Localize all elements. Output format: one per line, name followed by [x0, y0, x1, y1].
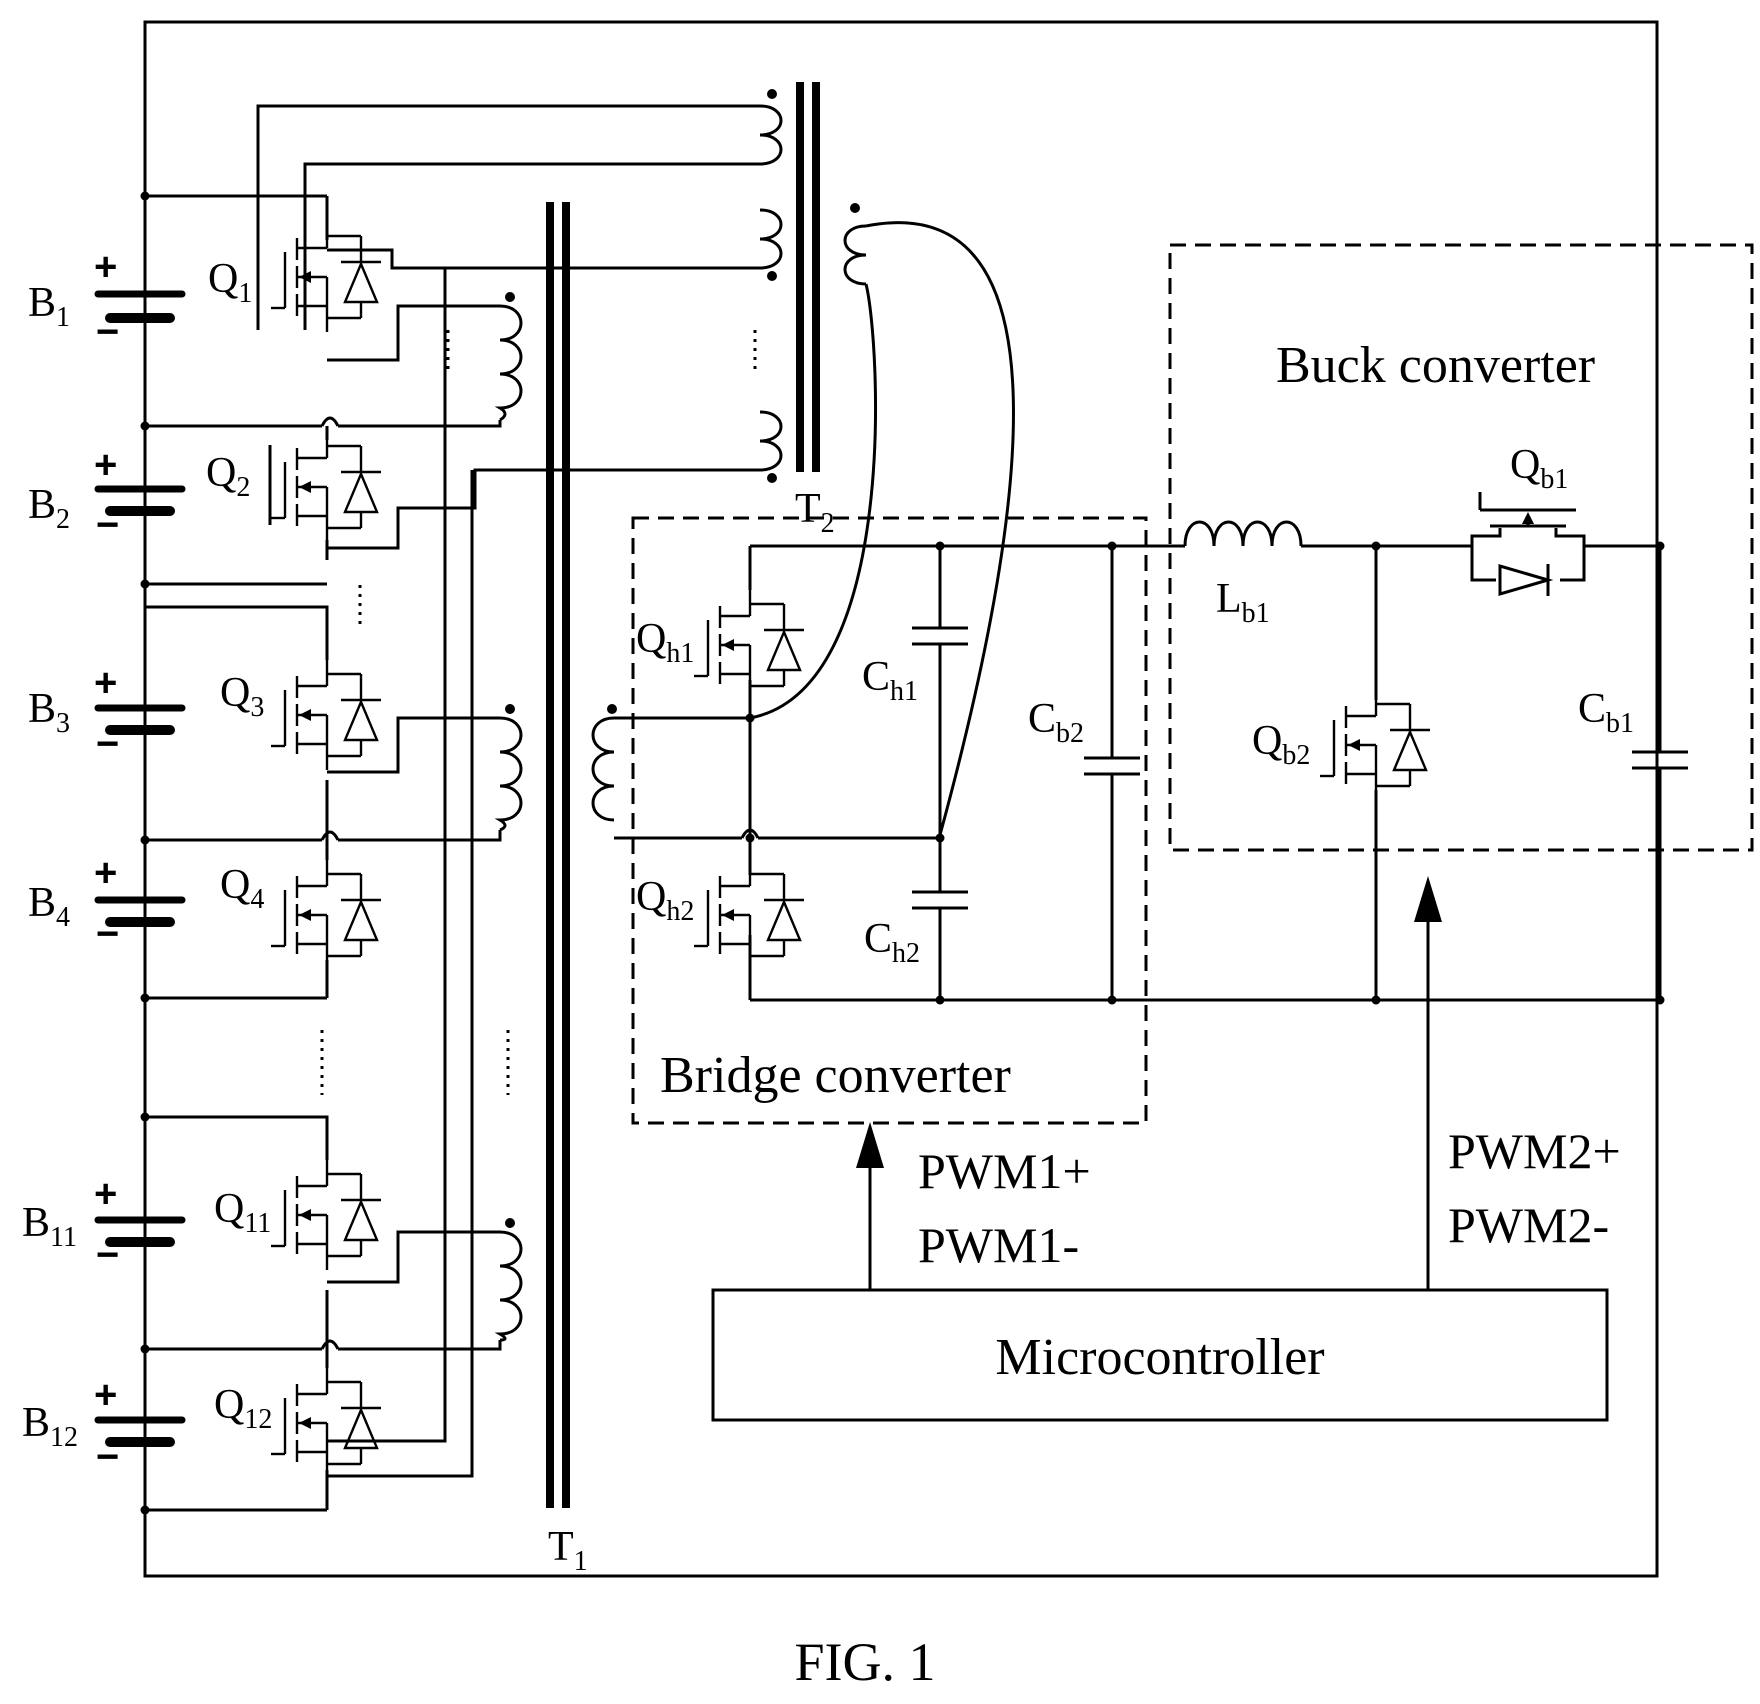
mosfet-q2: [271, 432, 381, 542]
battery-b4: + − B4: [28, 851, 182, 956]
label-ch1: Ch1: [862, 654, 918, 707]
mosfet-qh2: [694, 860, 804, 970]
battery-minus: −: [96, 310, 119, 354]
microcontroller-label: Microcontroller: [995, 1329, 1324, 1386]
mosfet-q11: [271, 1160, 381, 1270]
controller: Microcontroller PWM1+ PWM1- PWM2+ PWM2-: [713, 876, 1621, 1420]
battery-minus: −: [96, 912, 119, 956]
battery-plus: +: [94, 1373, 117, 1417]
buck-converter-title: Buck converter: [1276, 337, 1595, 394]
transformer-t2: T2: [760, 82, 866, 539]
pwm1-arrow: [856, 1122, 884, 1168]
battery-b2: + − B2: [28, 443, 182, 547]
battery-minus: −: [96, 722, 119, 766]
label-qb1: Qb1: [1510, 442, 1568, 495]
battery-b1: + − B1: [28, 245, 182, 354]
label-q4: Q4: [220, 862, 264, 915]
cell-wiring: [145, 106, 760, 1510]
battery-plus: +: [94, 661, 117, 705]
label-q3: Q3: [220, 670, 264, 723]
pwm2-minus-label: PWM2-: [1448, 1197, 1609, 1253]
battery-label-b11: B11: [22, 1200, 77, 1253]
battery-b12: + − B12: [22, 1373, 182, 1479]
label-qh1: Qh1: [636, 616, 694, 669]
battery-label-b2: B2: [28, 482, 70, 535]
label-cb2: Cb2: [1028, 696, 1084, 749]
label-lb1: Lb1: [1216, 576, 1270, 629]
buck-switches: [1320, 690, 1430, 800]
mosfet-q12: [271, 1368, 381, 1478]
pwm1-minus-label: PWM1-: [918, 1217, 1079, 1273]
label-ch2: Ch2: [864, 916, 920, 969]
battery-label-b3: B3: [28, 686, 70, 739]
outer-frame: [145, 22, 1657, 1576]
label-qh2: Qh2: [636, 874, 694, 927]
label-q12: Q12: [214, 1382, 272, 1435]
label-q11: Q11: [214, 1186, 271, 1239]
battery-minus: −: [96, 1233, 119, 1277]
battery-label-b1: B1: [28, 280, 70, 333]
label-qb2: Qb2: [1252, 718, 1310, 771]
battery-minus: −: [96, 503, 119, 547]
battery-label-b12: B12: [22, 1400, 78, 1453]
cell-switch-labels: Q1 Q2 Q3 Q4 Q11 Q12: [206, 256, 272, 1435]
label-cb1: Cb1: [1578, 686, 1634, 739]
mosfet-q4: [271, 860, 381, 970]
battery-minus: −: [96, 1435, 119, 1479]
battery-b3: + − B3: [28, 661, 182, 766]
mosfet-qh1: [694, 590, 804, 700]
mosfet-q3: [271, 660, 381, 770]
pwm2-arrow: [1414, 876, 1442, 922]
battery-plus: +: [94, 851, 117, 895]
bridge-converter-title: Bridge converter: [660, 1047, 1011, 1104]
battery-plus: +: [94, 1172, 117, 1216]
pwm2-plus-label: PWM2+: [1448, 1123, 1621, 1179]
transformer-t1: T1: [500, 202, 588, 1577]
battery-plus: +: [94, 443, 117, 487]
bridge-converter: Bridge converter Ch1 Ch2: [593, 518, 1660, 1123]
label-t2: T2: [795, 486, 835, 539]
pwm1-plus-label: PWM1+: [918, 1143, 1091, 1199]
battery-plus: +: [94, 245, 117, 289]
label-t1: T1: [548, 1524, 588, 1577]
buck-converter: Buck converter Lb1 Qb1 Qb2 Cb1: [1168, 245, 1752, 1005]
bridge-converter-box: [633, 518, 1146, 1123]
label-q1: Q1: [208, 256, 252, 309]
battery-b11: + − B11: [22, 1172, 182, 1277]
mosfet-qb2: [1320, 690, 1430, 800]
battery-label-b4: B4: [28, 880, 70, 933]
figure-label: FIG. 1: [794, 1632, 935, 1692]
label-q2: Q2: [206, 450, 250, 503]
